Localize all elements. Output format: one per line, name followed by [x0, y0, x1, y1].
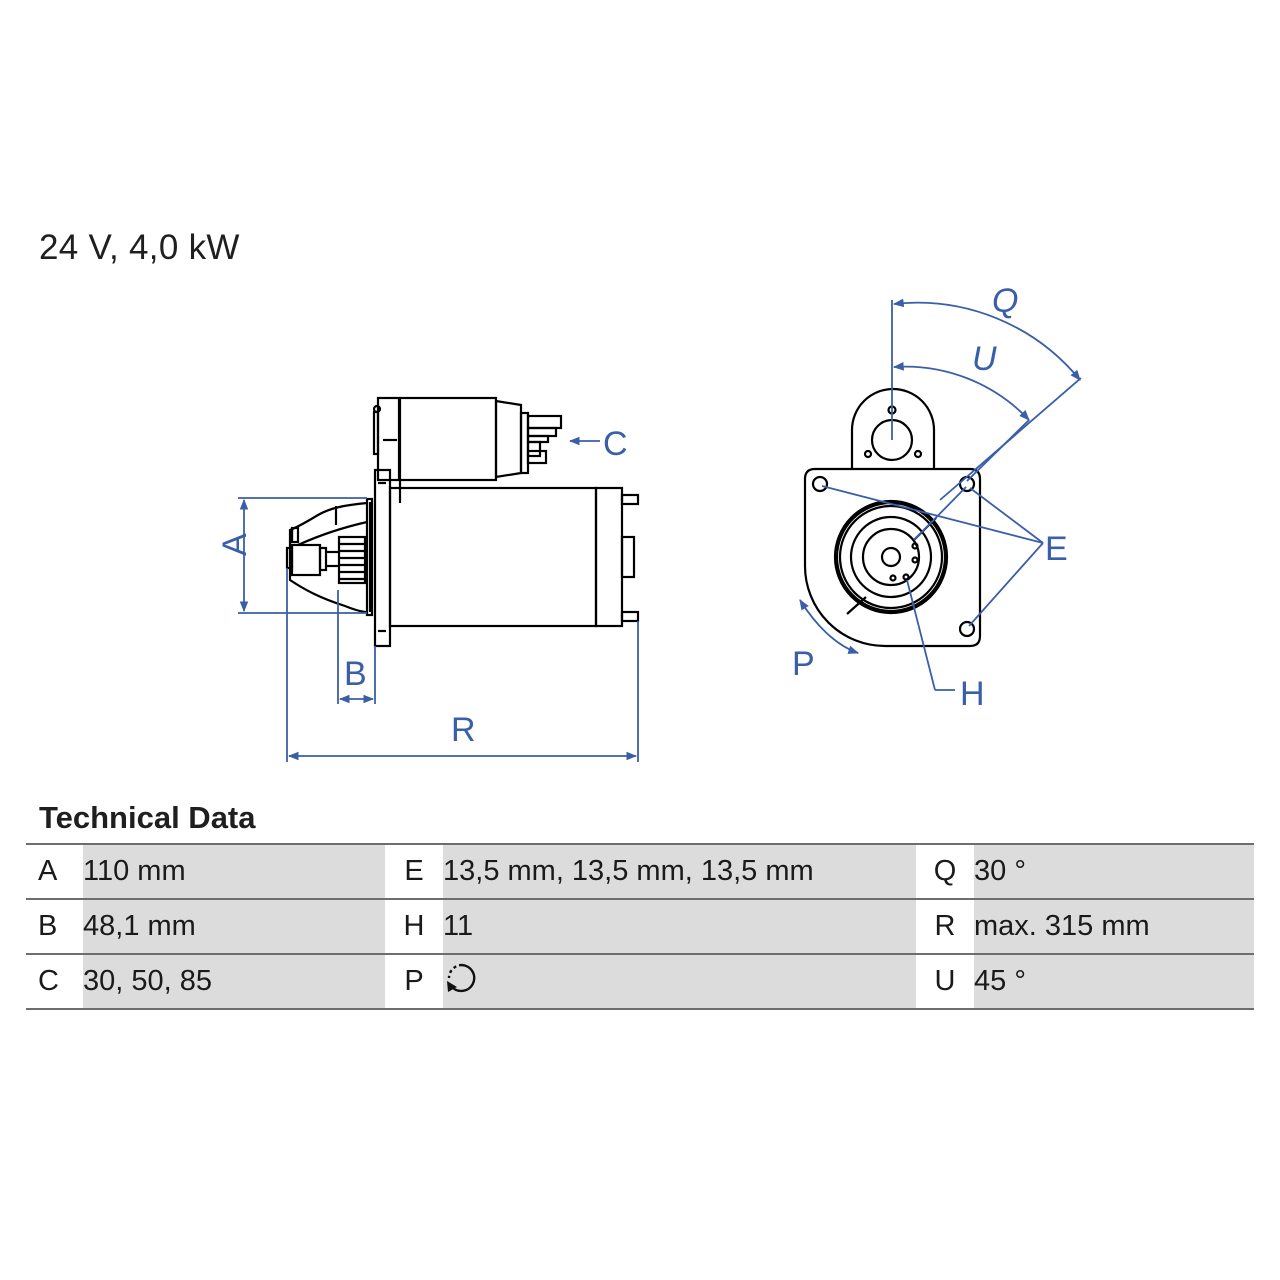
leader-E-3	[968, 542, 1044, 627]
spec-value: 30, 50, 85	[83, 954, 385, 1009]
front-view-dimensions	[799, 298, 1082, 691]
starter-motor-dimension-drawing: A B C R	[216, 282, 1082, 762]
product-rating-title: 24 V, 4,0 kW	[39, 228, 240, 267]
spec-key: B	[26, 899, 83, 954]
spec-value: 110 mm	[83, 844, 385, 899]
spec-key: C	[26, 954, 83, 1009]
table-row: C 30, 50, 85 P U 45 °	[26, 954, 1254, 1009]
leader-E-1	[821, 485, 1044, 544]
spec-value: 48,1 mm	[83, 899, 385, 954]
spec-value: 45 °	[974, 954, 1254, 1009]
table-row: A 110 mm E 13,5 mm, 13,5 mm, 13,5 mm Q 3…	[26, 844, 1254, 899]
mounting-flange	[373, 468, 392, 648]
shaft-center	[880, 546, 902, 568]
label-B: B	[344, 655, 367, 693]
spec-key: H	[385, 899, 443, 954]
label-E: E	[1045, 530, 1068, 568]
spec-value: 11	[443, 899, 916, 954]
technical-data-heading: Technical Data	[39, 800, 256, 835]
mount-hole-1	[811, 475, 829, 493]
spec-key: A	[26, 844, 83, 899]
end-cap	[594, 486, 624, 628]
counterclockwise-rotation-icon	[443, 959, 481, 1005]
solenoid-ear	[850, 387, 936, 469]
table-row: B 48,1 mm H 11 R max. 315 mm	[26, 899, 1254, 954]
spec-key: U	[916, 954, 974, 1009]
label-H: H	[960, 675, 985, 713]
angle-Q	[892, 298, 1081, 381]
angle-U	[892, 362, 1030, 421]
label-Q: Q	[992, 282, 1018, 320]
spec-value: max. 315 mm	[974, 899, 1254, 954]
label-C: C	[603, 425, 628, 463]
label-R: R	[451, 711, 476, 749]
spec-key: Q	[916, 844, 974, 899]
mount-hole-3	[958, 620, 976, 638]
label-A: A	[216, 533, 254, 556]
front-flange-plate	[803, 467, 982, 648]
label-P: P	[792, 645, 815, 683]
technical-data-table: A 110 mm E 13,5 mm, 13,5 mm, 13,5 mm Q 3…	[26, 843, 1254, 1010]
spec-value: 13,5 mm, 13,5 mm, 13,5 mm	[443, 844, 916, 899]
leader-E-2	[969, 487, 1044, 544]
spec-key: P	[385, 954, 443, 1009]
pinion-gear	[337, 535, 367, 585]
label-U: U	[972, 340, 997, 378]
leader-H	[906, 579, 936, 691]
spec-key: R	[916, 899, 974, 954]
side-view-dimensions	[238, 436, 639, 762]
spec-value: 30 °	[974, 844, 1254, 899]
spec-value-rotation	[443, 954, 916, 1009]
side-view	[285, 396, 640, 648]
motor-body	[388, 486, 598, 628]
front-view	[803, 387, 982, 648]
solenoid-body	[398, 396, 498, 482]
rotation-P	[799, 599, 860, 654]
spec-key: E	[385, 844, 443, 899]
